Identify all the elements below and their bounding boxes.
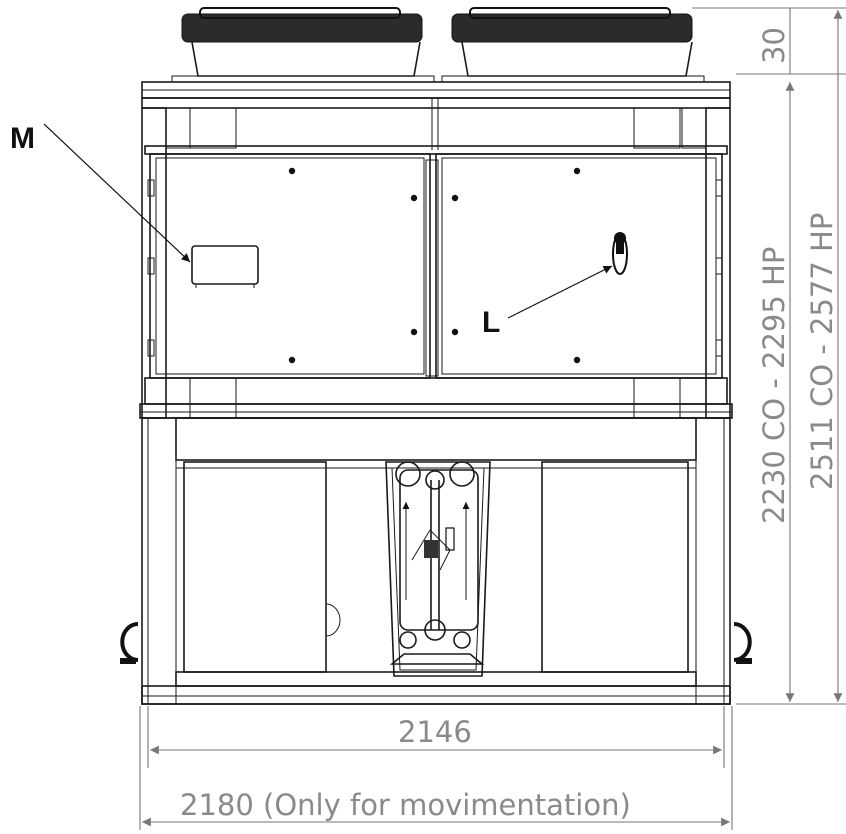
display-component-m [191,245,259,288]
control-panel-right-door [435,153,723,379]
dimension-lines-horizontal [139,706,733,830]
lifting-ring-left [120,622,139,664]
leader-m [43,123,191,263]
lower-base-section [141,417,731,705]
dim-width-main: 2146 [398,715,472,749]
door-hinges [147,159,723,377]
plate-heat-exchanger [385,461,491,677]
label-m: M [10,122,35,155]
label-l: L [482,306,500,339]
dim-width-movimentation: 2180 (Only for movimentation) [180,788,631,822]
main-switch-component-l [612,232,628,275]
middle-section [139,377,733,419]
fan-left [171,7,435,83]
leader-l [507,265,613,319]
lifting-ring-right [733,622,752,664]
dim-top-offset: 30 [757,27,791,64]
dimension-lines-vertical [692,7,846,705]
fan-right [441,7,705,83]
dim-height-inner: 2230 CO - 2295 HP [757,247,791,524]
dim-height-total: 2511 CO - 2577 HP [805,213,839,490]
